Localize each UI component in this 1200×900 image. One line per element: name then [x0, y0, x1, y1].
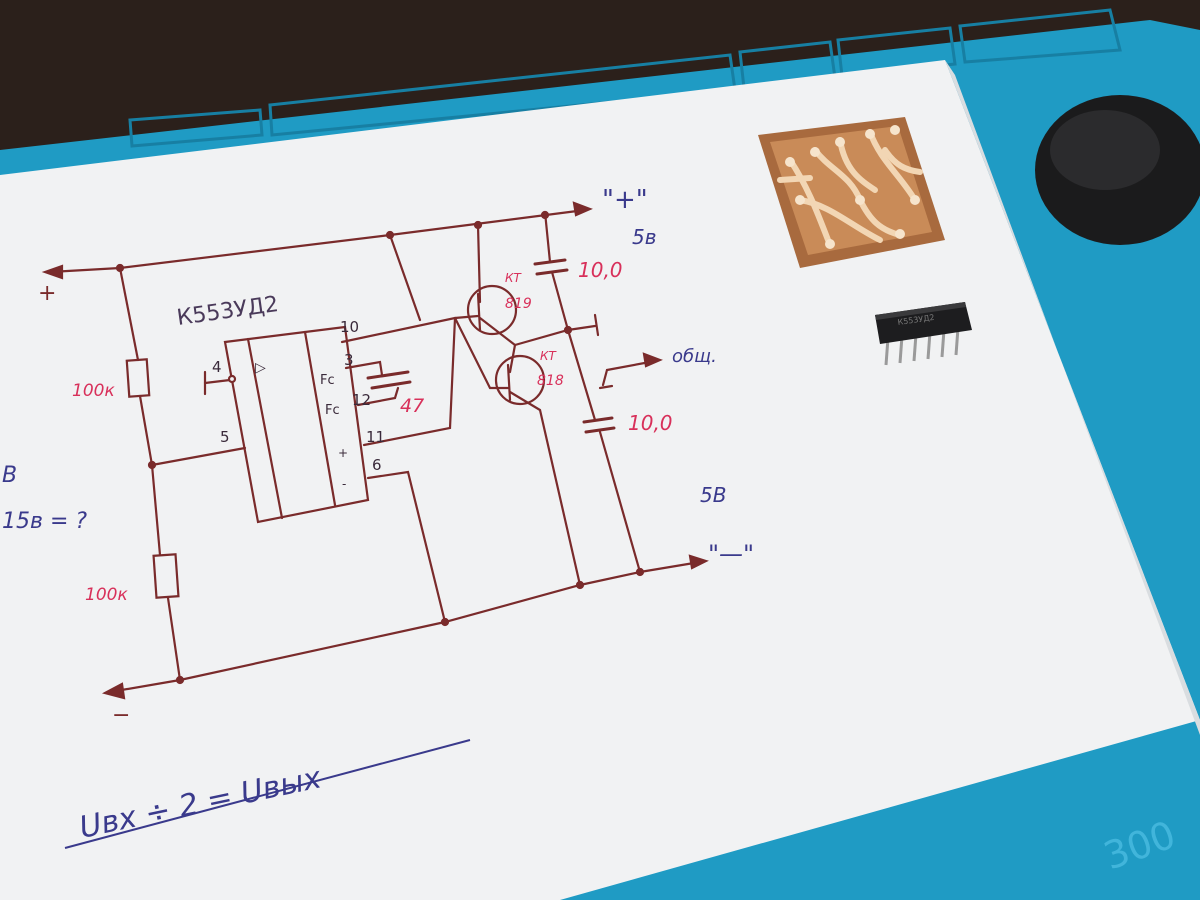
- transistor-bottom-number: 818: [537, 373, 564, 389]
- output-plus-label: "+": [602, 185, 648, 215]
- capacitor-small-label: 47: [400, 395, 424, 417]
- paper-sheet: [0, 60, 1200, 900]
- capacitor-top-label: 10,0: [578, 258, 623, 282]
- resistor-bottom: [152, 553, 180, 599]
- left-voltage-label: В: [2, 463, 17, 488]
- transistor-top: [466, 284, 518, 336]
- pin-5-label: 5: [220, 428, 230, 446]
- pin-3-label: 3: [344, 351, 354, 369]
- top-rail: [48, 208, 587, 274]
- pin-6-label: 6: [372, 456, 382, 474]
- opamp-triangle: ▷: [255, 360, 266, 376]
- capacitor-bottom-label: 10,0: [628, 411, 673, 435]
- pin-10-label: 10: [340, 318, 359, 336]
- input-minus-arrow: [101, 682, 126, 700]
- output-plus-voltage: 5в: [632, 225, 657, 249]
- resistor-bottom-label: 100к: [85, 585, 128, 605]
- pin-11-label: 11: [366, 428, 385, 446]
- fc-label-1: Fc: [320, 373, 335, 388]
- pin-4-label: 4: [212, 358, 222, 376]
- pcb-board: [758, 117, 945, 268]
- schematic: [41, 201, 709, 700]
- output-minus-voltage: 5В: [700, 483, 726, 507]
- resistor-top-label: 100к: [72, 381, 115, 401]
- inverting-sign: -: [342, 477, 346, 491]
- pin-12-label: 12: [352, 391, 371, 409]
- left-question-label: 15в = ?: [2, 509, 87, 534]
- formula-underline: [64, 739, 471, 849]
- bottom-rail: [108, 560, 702, 694]
- output-minus-label: "—": [708, 540, 754, 568]
- input-plus-label: +: [38, 281, 56, 306]
- output-minus-arrow: [688, 554, 709, 570]
- input-plus-arrow: [41, 264, 64, 280]
- input-minus-label: −: [112, 703, 130, 728]
- transistor-bottom: [494, 354, 546, 406]
- transistor-bottom-type: КТ: [540, 349, 558, 363]
- transistor-top-type: КТ: [505, 271, 523, 285]
- fc-label-2: Fc: [325, 403, 340, 418]
- output-common-label: общ.: [672, 346, 717, 367]
- output-plus-arrow: [572, 201, 593, 217]
- dip-chip: К553УД2: [875, 302, 972, 366]
- noninverting-sign: +: [338, 446, 348, 460]
- transistor-top-number: 819: [505, 296, 532, 312]
